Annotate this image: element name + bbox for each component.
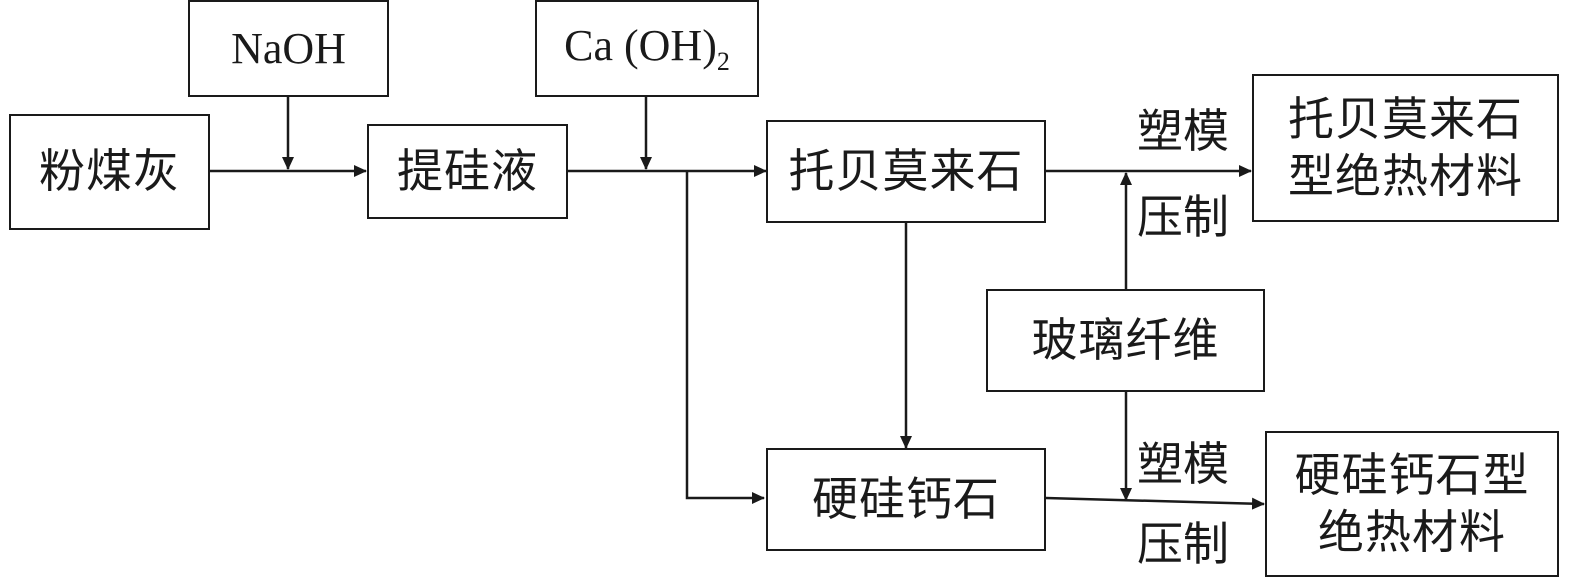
node-xonotlite-product: 硬硅钙石型 绝热材料 xyxy=(1265,431,1559,577)
node-fly-ash-label: 粉煤灰 xyxy=(39,144,180,199)
node-tobermorite-label: 托贝莫来石 xyxy=(788,143,1024,198)
node-tobermorite: 托贝莫来石 xyxy=(766,120,1046,223)
node-fly-ash: 粉煤灰 xyxy=(9,114,210,230)
node-glass-fiber: 玻璃纤维 xyxy=(986,289,1265,392)
node-xonotlite-label: 硬硅钙石 xyxy=(812,471,1000,526)
edge-label-upper-pressing: 压制 xyxy=(1137,190,1229,244)
edge-label-lower-molding: 塑模 xyxy=(1137,437,1229,491)
node-tobermorite-product: 托贝莫来石 型绝热材料 xyxy=(1252,74,1559,222)
node-tobermorite-product-line1: 托贝莫来石 xyxy=(1288,91,1523,146)
edge-label-lower-pressing: 压制 xyxy=(1137,517,1229,571)
node-caoh2: Ca (OH)2 xyxy=(535,0,759,97)
edge-label-upper-molding: 塑模 xyxy=(1137,104,1229,158)
node-xonotlite-product-line1: 硬硅钙石型 xyxy=(1294,447,1530,502)
node-xonotlite-product-line2: 绝热材料 xyxy=(1318,505,1506,559)
node-silica-liquor: 提硅液 xyxy=(367,124,568,219)
node-glass-fiber-label: 玻璃纤维 xyxy=(1031,312,1220,367)
node-silica-liquor-label: 提硅液 xyxy=(397,143,538,198)
arrow-branch-to-xonotlite xyxy=(685,171,765,504)
node-xonotlite: 硬硅钙石 xyxy=(766,448,1046,551)
node-caoh2-label: Ca (OH)2 xyxy=(564,18,730,78)
node-naoh: NaOH xyxy=(188,0,389,97)
node-tobermorite-product-line2: 型绝热材料 xyxy=(1288,149,1523,203)
node-caoh2-subscript: 2 xyxy=(716,47,730,77)
arrow-xonotlite-to-product xyxy=(1045,496,1265,510)
node-caoh2-main: Ca (OH) xyxy=(564,21,717,71)
node-naoh-label: NaOH xyxy=(231,24,346,73)
